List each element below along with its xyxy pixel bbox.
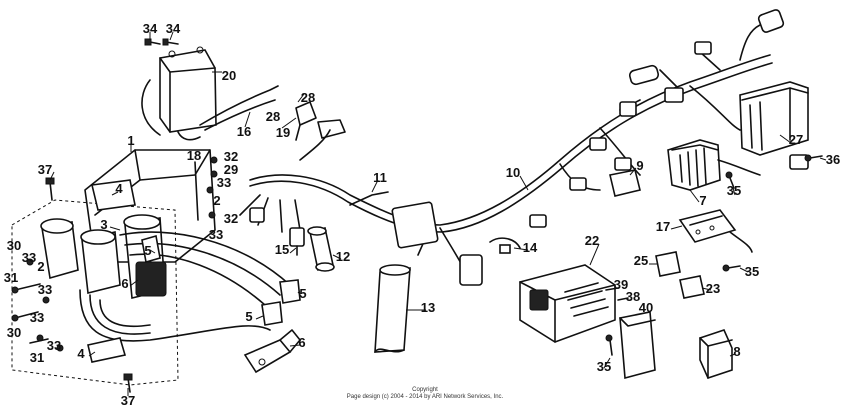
callout-30: 30 [7, 325, 21, 340]
callout-30: 30 [7, 238, 21, 253]
plug-cap-6[interactable] [243, 329, 301, 374]
relays-38-39-40[interactable] [605, 287, 656, 380]
callout-5: 5 [299, 286, 306, 301]
callout-17: 17 [656, 219, 670, 234]
callout-7: 7 [699, 193, 706, 208]
callout-18: 18 [187, 148, 201, 163]
relay-8[interactable] [699, 329, 733, 379]
harness-connectors[interactable] [249, 9, 785, 286]
callout-19: 19 [276, 125, 290, 140]
callout-4: 4 [77, 346, 85, 361]
connector-block-17[interactable] [678, 209, 753, 253]
callout-13: 13 [421, 300, 435, 315]
block-23[interactable] [679, 275, 705, 299]
wire-lead-16[interactable] [199, 85, 279, 126]
ignition-coil-3[interactable] [40, 214, 167, 299]
callout-25: 25 [634, 253, 648, 268]
callout-35: 35 [745, 264, 759, 279]
callout-15: 15 [275, 242, 289, 257]
callout-36: 36 [826, 152, 840, 167]
bolt-34[interactable] [144, 38, 179, 46]
callout-3: 3 [100, 217, 107, 232]
callout-31: 31 [4, 270, 18, 285]
callout-28: 28 [301, 90, 315, 105]
regulator-27[interactable] [739, 81, 809, 170]
callout-23: 23 [706, 281, 720, 296]
callout-10: 10 [506, 165, 520, 180]
callout-8: 8 [733, 344, 740, 359]
callout-5: 5 [144, 243, 151, 258]
fuse-box-22[interactable] [519, 264, 616, 343]
rectifier-7[interactable] [667, 139, 761, 191]
ignition-unit-20[interactable] [141, 46, 217, 141]
callout-37: 37 [121, 393, 135, 408]
plug-cap-5[interactable] [141, 234, 301, 326]
callout-6: 6 [298, 335, 305, 350]
callout-5: 5 [245, 309, 252, 324]
bolt-37[interactable] [45, 177, 133, 393]
connector-15[interactable] [289, 227, 305, 256]
screws-32-29[interactable] [194, 156, 218, 221]
callout-35: 35 [727, 183, 741, 198]
copyright-notice: Page design (c) 2004 - 2014 by ARI Netwo… [346, 394, 504, 400]
callout-33: 33 [209, 227, 223, 242]
callout-33: 33 [47, 338, 61, 353]
fuse-holder-12[interactable] [307, 226, 335, 272]
ground-strap-11[interactable] [349, 191, 389, 206]
clamp-14[interactable] [489, 237, 521, 254]
callout-33: 33 [217, 175, 231, 190]
callout-14: 14 [523, 240, 538, 255]
copyright-label: Copyright [412, 387, 438, 393]
callout-20: 20 [222, 68, 236, 83]
callout-38: 38 [626, 289, 640, 304]
relay-9[interactable] [609, 157, 641, 197]
callout-2: 2 [213, 193, 220, 208]
callout-2: 2 [37, 259, 44, 274]
callout-34: 34 [166, 21, 181, 36]
leader-lines [49, 31, 827, 396]
callout-9: 9 [636, 158, 643, 173]
callout-6: 6 [121, 276, 128, 291]
callout-33: 33 [30, 310, 44, 325]
callout-40: 40 [639, 300, 653, 315]
callout-39: 39 [614, 277, 628, 292]
callout-35: 35 [597, 359, 611, 374]
callout-37: 37 [38, 162, 52, 177]
connector-25[interactable] [655, 251, 681, 277]
callout-31: 31 [30, 350, 44, 365]
callout-34: 34 [143, 21, 158, 36]
callout-27: 27 [789, 132, 803, 147]
callout-32: 32 [224, 149, 238, 164]
sleeve-13[interactable] [374, 264, 411, 353]
bolts-35-36[interactable] [605, 154, 823, 356]
bracket-4[interactable] [87, 179, 136, 363]
callout-29: 29 [224, 162, 238, 177]
callout-12: 12 [336, 249, 350, 264]
screws-30-31-33[interactable] [11, 258, 64, 352]
callout-1: 1 [127, 133, 134, 148]
callout-16: 16 [237, 124, 251, 139]
callout-28: 28 [266, 109, 280, 124]
callout-22: 22 [585, 233, 599, 248]
callout-33: 33 [22, 250, 36, 265]
callout-33: 33 [38, 282, 52, 297]
callout-11: 11 [373, 170, 387, 185]
relay-19[interactable] [295, 101, 346, 141]
callout-32: 32 [224, 211, 238, 226]
callout-4: 4 [115, 181, 123, 196]
